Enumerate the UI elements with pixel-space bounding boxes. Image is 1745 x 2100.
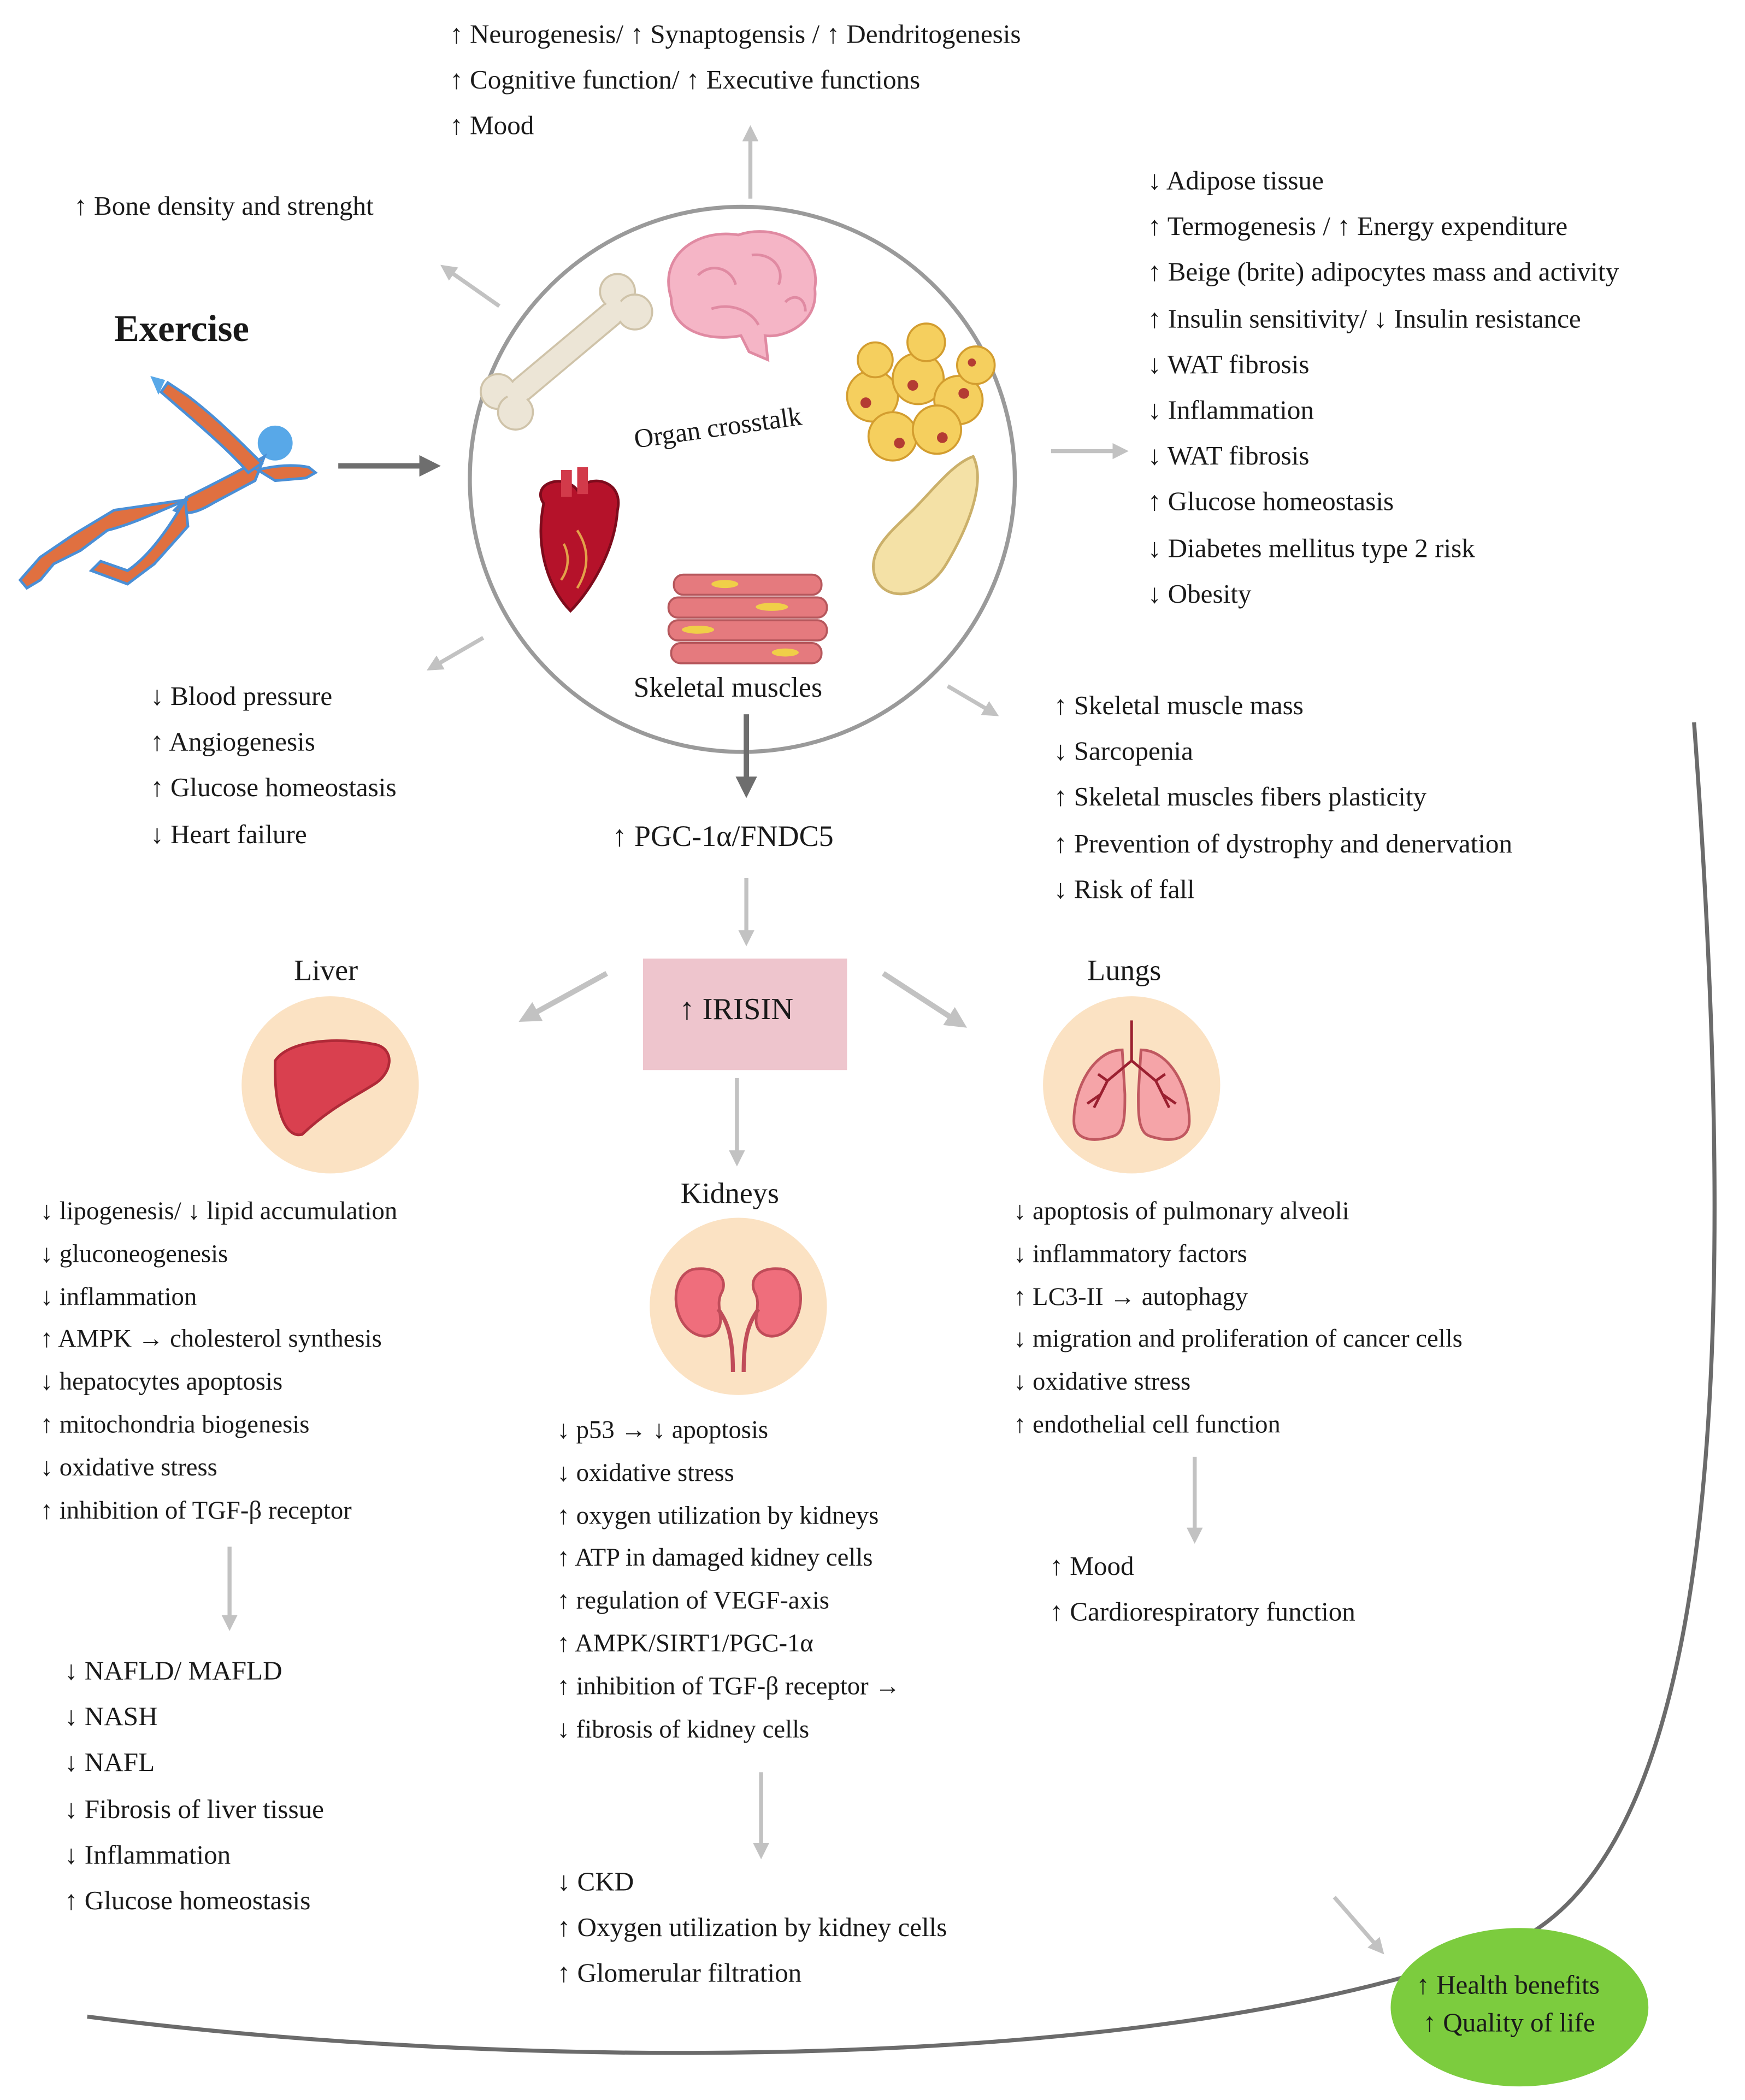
effect-item: ↓ Risk of fall [1053,875,1195,905]
effect-item: ↓ oxidative stress [557,1459,734,1487]
runner-icon [18,375,318,590]
effect-item: ↑ oxygen utilization by kidneys [557,1502,879,1530]
effect-item: ↓ Sarcopenia [1053,737,1193,767]
arrow-to-muscle [946,684,999,716]
kidneys-label: Kidneys [680,1176,779,1210]
effect-item: ↓ WAT fibrosis [1147,442,1310,472]
arrow-to-heart [426,636,485,671]
brain-icon [667,230,817,362]
effect-item: ↓ hepatocytes apoptosis [40,1368,283,1397]
effect-item: ↑ AMPK → cholesterol synthesis [40,1326,382,1354]
kidneys-icon [674,1267,802,1373]
effect-item: ↑ inhibition of TGF-β receptor → [557,1672,901,1701]
effect-item: ↑ Skeletal muscles fibers plasticity [1053,783,1427,813]
adipocyte-nuclei [860,358,976,449]
liver-icon [274,1039,391,1137]
lungs-label: Lungs [1087,953,1162,987]
effect-item: ↑ Bone density and strenght [74,192,374,222]
effect-item: ↓ Adipose tissue [1147,166,1324,196]
effect-item: ↑ Neurogenesis/ ↑ Synaptogensis / ↑ Dend… [450,20,1021,50]
effect-item: ↑ Prevention of dystrophy and denervatio… [1053,829,1513,859]
irisin-box [642,958,847,1070]
effect-item: ↑ regulation of VEGF-axis [557,1587,829,1616]
arrow-irisin-to-lungs [882,971,967,1028]
arrow-to-health [1333,1896,1384,1955]
effect-item: ↑ Angiogenesis [150,728,315,758]
effect-item: ↓ Inflammation [64,1840,231,1870]
health-benefits-ellipse [1390,1928,1649,2087]
effect-item: ↑ AMPK/SIRT1/PGC-1α [557,1630,813,1658]
effect-item: ↑ Glomerular filtration [557,1959,802,1989]
brain-effects-list: ↑ Neurogenesis/ ↑ Synaptogensis / ↑ Dend… [450,12,1021,150]
effect-item: ↓ NAFLD/ MAFLD [64,1656,282,1686]
effect-item: ↑ Cardiorespiratory function [1050,1598,1355,1628]
effect-item: ↑ LC3-II → autophagy [1013,1283,1248,1311]
heart-effects-list: ↓ Blood pressure ↑ Angiogenesis ↑ Glucos… [150,674,396,857]
liver-outcomes-list: ↓ NAFLD/ MAFLD ↓ NASH ↓ NAFL ↓ Fibrosis … [64,1649,324,1924]
liver-effects-list: ↓ lipogenesis/ ↓ lipid accumulation ↓ gl… [40,1191,397,1532]
lung-effects-list: ↓ apoptosis of pulmonary alveoli ↓ infla… [1013,1191,1463,1447]
effect-item: ↑ ATP in damaged kidney cells [557,1544,873,1573]
lungs-icon [1072,1020,1191,1141]
heart-icon [539,467,620,613]
effect-item: ↑ Cognitive function/ ↑ Executive functi… [450,66,921,96]
effect-item: ↓ oxidative stress [1013,1368,1191,1397]
adipocytes-icon [846,322,996,462]
kidney-outcomes-list: ↓ CKD ↑ Oxygen utilization by kidney cel… [557,1860,947,1997]
bone-effects-list: ↑ Bone density and strenght [74,184,374,230]
effect-item: ↓ lipogenesis/ ↓ lipid accumulation [40,1197,398,1226]
effect-item: ↓ WAT fibrosis [1147,350,1310,380]
effect-item: ↑ Mood [450,111,534,142]
bone-icon [480,273,653,431]
exercise-label: Exercise [114,309,249,351]
effect-item: ↓ migration and proliferation of cancer … [1013,1326,1463,1354]
effect-item: ↓ Obesity [1147,580,1252,610]
effect-item: ↑ Beige (brite) adipocytes mass and acti… [1147,258,1619,288]
muscle-fibers-icon [667,573,828,664]
pancreas-icon [871,455,979,596]
pgc-label: ↑ PGC-1α/FNDC5 [612,819,834,853]
kidney-effects-list: ↓ p53 → ↓ apoptosis ↓ oxidative stress ↑… [557,1410,900,1751]
effect-item: ↓ Fibrosis of liver tissue [64,1795,324,1825]
effect-item: ↓ CKD [557,1867,634,1897]
effect-item: ↑ Skeletal muscle mass [1053,691,1304,721]
muscle-effects-list: ↑ Skeletal muscle mass ↓ Sarcopenia ↑ Sk… [1054,684,1512,913]
effect-item: ↑ endothelial cell function [1013,1411,1281,1439]
effect-item: ↑ Glucose homeostasis [150,774,397,804]
effect-item: ↓ inflammation [40,1283,197,1311]
arrow-irisin-to-liver [518,971,608,1022]
adipose-effects-list: ↓ Adipose tissue ↑ Termogenesis / ↑ Ener… [1148,158,1619,617]
health-benefits-label: ↑ Health benefits [1416,1970,1600,2001]
arrow-to-bone [440,264,501,308]
effect-item: ↑ Glucose homeostasis [64,1886,311,1916]
effect-item: ↓ NASH [64,1702,158,1733]
effect-item: ↓ apoptosis of pulmonary alveoli [1013,1197,1349,1226]
effect-item: ↓ Blood pressure [150,682,333,712]
effect-item: ↓ p53 → ↓ apoptosis [557,1416,769,1445]
effect-item: ↓ gluconeogenesis [40,1240,228,1269]
quality-of-life-label: ↑ Quality of life [1423,2008,1595,2038]
skeletal-muscles-label: Skeletal muscles [633,671,823,704]
effect-item: ↑ Glucose homeostasis [1147,487,1394,517]
effect-item: ↓ Inflammation [1147,396,1314,426]
liver-label: Liver [294,953,358,987]
effect-item: ↓ inflammatory factors [1013,1240,1247,1269]
lung-outcomes-list: ↑ Mood ↑ Cardiorespiratory function [1050,1544,1355,1636]
effect-item: ↓ NAFL [64,1749,155,1779]
effect-item: ↑ Oxygen utilization by kidney cells [557,1913,947,1943]
effect-item: ↓ oxidative stress [40,1454,217,1482]
effect-item: ↓ Heart failure [150,820,307,850]
effect-item: ↓ Diabetes mellitus type 2 risk [1147,533,1475,564]
effect-item: ↑ Insulin sensitivity/ ↓ Insulin resista… [1147,304,1581,334]
kidney-bubble [650,1217,827,1395]
effect-item: ↑ Mood [1050,1552,1134,1582]
effect-item: ↑ Termogenesis / ↑ Energy expenditure [1147,212,1568,242]
effect-item: ↓ fibrosis of kidney cells [557,1715,810,1744]
irisin-label: ↑ IRISIN [679,992,794,1026]
effect-item: ↑ inhibition of TGF-β receptor [40,1496,352,1525]
effect-item: ↑ mitochondria biogenesis [40,1411,310,1439]
